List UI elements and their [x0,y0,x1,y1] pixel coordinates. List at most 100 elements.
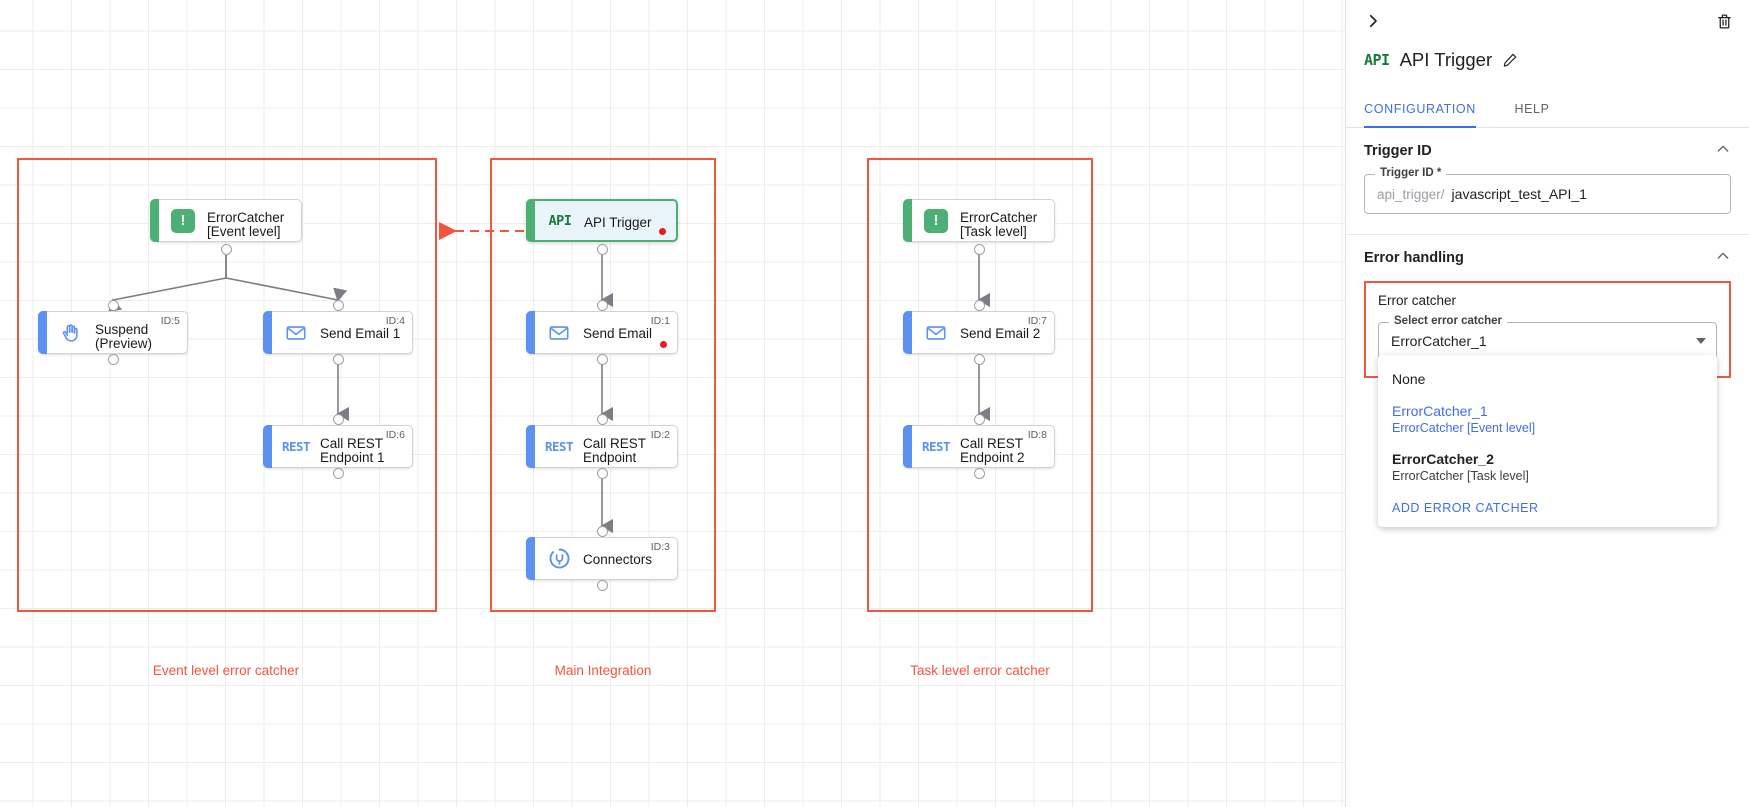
node-port-out[interactable] [332,468,344,479]
trigger-id-input[interactable]: javascript_test_API_1 [1451,186,1587,202]
panel-tabs: CONFIGURATION HELP [1346,90,1749,128]
node-accent-bar [150,199,159,242]
node-port-in[interactable] [596,300,608,311]
node-port-out[interactable] [973,244,985,255]
add-error-catcher-button[interactable]: ADD ERROR CATCHER [1392,501,1539,515]
node-port-out[interactable] [220,244,232,255]
section-header-trigger-id[interactable]: Trigger ID [1364,128,1731,174]
pencil-icon[interactable] [1502,52,1518,68]
node-call-rest-endpoint-1[interactable]: REST Call REST Endpoint 1 ID:6 [263,425,413,468]
node-send-email-2[interactable]: Send Email 2 ID:7 [903,311,1055,354]
node-accent-bar [526,537,535,580]
tab-help[interactable]: HELP [1514,101,1550,116]
group-frame-event-level[interactable] [17,158,437,612]
dropdown-option-errorcatcher-1[interactable]: ErrorCatcher_1 ErrorCatcher [Event level… [1378,395,1717,443]
page-title: API Trigger [1399,49,1493,70]
node-error-catcher-event-level[interactable]: ! ErrorCatcher [Event level] [150,199,302,242]
node-port-in[interactable] [596,414,608,425]
select-error-catcher-value: ErrorCatcher_1 [1391,333,1487,349]
select-error-catcher[interactable]: Select error catcher ErrorCatcher_1 [1378,315,1717,360]
node-port-in[interactable] [332,300,344,311]
workflow-canvas[interactable]: Event level error catcher Main Integrati… [0,0,1345,807]
node-accent-bar [38,311,47,354]
email-icon [283,320,309,346]
node-id-badge: ID:1 [650,315,670,327]
node-label: Connectors [583,552,653,567]
node-error-catcher-task-level[interactable]: ! ErrorCatcher [Task level] [903,199,1055,242]
chevron-down-icon[interactable] [1696,338,1706,344]
node-api-trigger[interactable]: API API Trigger [526,199,678,242]
error-catcher-dropdown[interactable]: None ErrorCatcher_1 ErrorCatcher [Event … [1378,355,1717,527]
error-catcher-icon: ! [170,208,196,234]
node-accent-bar [263,311,272,354]
node-accent-bar [526,311,535,354]
group-frame-task-level[interactable] [867,158,1093,612]
node-port-out[interactable] [973,354,985,365]
node-port-out[interactable] [973,468,985,479]
node-port-in[interactable] [596,526,608,537]
node-connectors[interactable]: Connectors ID:3 [526,537,678,580]
node-id-badge: ID:7 [1027,315,1047,327]
node-label: Send Email [583,326,653,341]
node-call-rest-endpoint-2[interactable]: REST Call REST Endpoint 2 ID:8 [903,425,1055,468]
node-port-in[interactable] [332,414,344,425]
suspend-icon [58,320,84,346]
section-error-handling: Error handling Error catcher Select erro… [1346,235,1749,527]
dropdown-option-title: ErrorCatcher_2 [1392,451,1494,467]
node-send-email[interactable]: Send Email ID:1 [526,311,678,354]
node-status-dot [660,341,667,348]
node-port-out[interactable] [596,580,608,591]
api-icon: API [548,212,572,229]
chevron-up-icon[interactable] [1715,141,1731,162]
node-label: Call REST Endpoint 2 [960,436,1025,465]
node-port-out[interactable] [596,244,608,255]
node-label: API Trigger [584,215,652,230]
node-port-out[interactable] [332,354,344,365]
chevron-right-icon[interactable] [1358,6,1388,36]
dropdown-option-errorcatcher-2[interactable]: ErrorCatcher_2 ErrorCatcher [Task level] [1378,443,1717,491]
group-label-task-level: Task level error catcher [910,663,1050,678]
node-label: Send Email 1 [320,326,401,341]
node-port-in[interactable] [973,300,985,311]
node-accent-bar [903,199,912,242]
error-catcher-label: Error catcher [1378,293,1457,308]
node-label: Call REST Endpoint [583,436,647,465]
node-port-out[interactable] [107,354,119,365]
node-suspend-preview[interactable]: Suspend (Preview) ID:5 [38,311,188,354]
dropdown-option-title: ErrorCatcher_1 [1392,403,1488,419]
trigger-id-label: Trigger ID * [1375,167,1447,179]
select-error-catcher-label: Select error catcher [1389,315,1508,327]
chevron-up-icon[interactable] [1715,248,1731,269]
section-header-error-handling[interactable]: Error handling [1364,235,1731,281]
node-id-badge: ID:5 [160,315,180,327]
node-port-out[interactable] [596,468,608,479]
trigger-id-field[interactable]: Trigger ID * api_trigger/ javascript_tes… [1364,167,1731,214]
section-title: Error handling [1364,250,1464,266]
section-title: Trigger ID [1364,143,1432,159]
group-frame-main-integration[interactable] [490,158,716,612]
node-id-badge: ID:3 [650,541,670,553]
group-label-event-level: Event level error catcher [152,663,300,678]
node-port-in[interactable] [107,300,119,311]
tab-configuration[interactable]: CONFIGURATION [1364,90,1476,128]
node-label: ErrorCatcher [Task level] [960,210,1038,239]
connectors-icon [546,546,572,572]
node-call-rest-endpoint[interactable]: REST Call REST Endpoint ID:2 [526,425,678,468]
node-accent-bar [903,425,912,468]
dropdown-option-none[interactable]: None [1378,363,1717,395]
node-id-badge: ID:6 [385,429,405,441]
node-port-in[interactable] [973,414,985,425]
node-accent-bar [903,311,912,354]
node-send-email-1[interactable]: Send Email 1 ID:4 [263,311,413,354]
node-id-badge: ID:4 [385,315,405,327]
email-icon [546,320,572,346]
section-body-trigger-id: Trigger ID * api_trigger/ javascript_tes… [1364,167,1731,234]
node-status-dot [659,228,666,235]
node-port-out[interactable] [596,354,608,365]
email-icon [923,320,949,346]
dropdown-option-title: None [1392,371,1426,387]
trash-icon[interactable] [1709,6,1739,36]
rest-icon: REST [921,439,951,454]
error-catcher-icon: ! [923,208,949,234]
